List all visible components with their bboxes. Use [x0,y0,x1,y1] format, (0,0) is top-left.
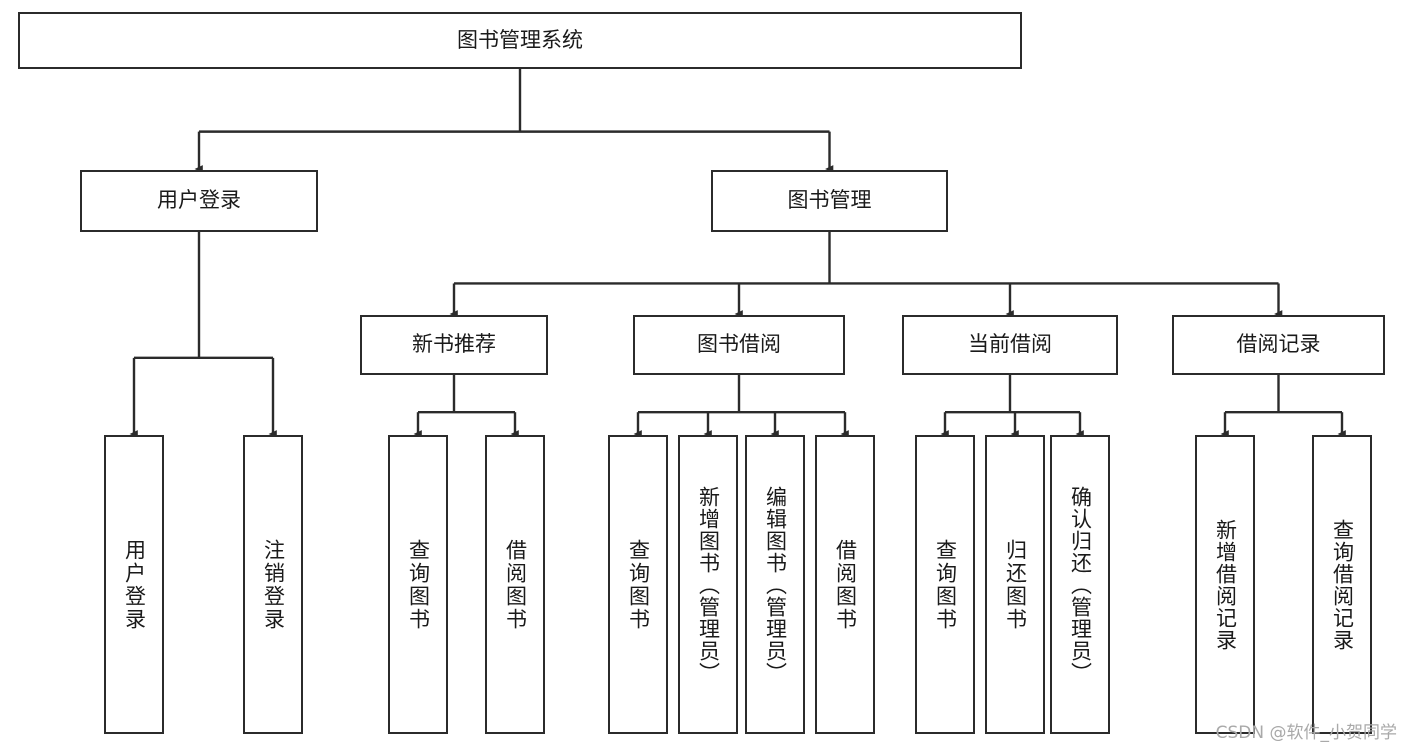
leaf-query-borrow-record-label: 查询借阅记录 [1330,518,1355,651]
leaf-return-book-label: 归还图书 [1003,538,1028,631]
leaf-confirm-return-admin-label: 确认归还（管理员） [1068,485,1093,684]
node-borrow-record[interactable]: 借阅记录 [1172,315,1385,375]
node-current-borrow-label: 当前借阅 [968,332,1052,357]
node-book-manage-label: 图书管理 [787,188,872,213]
leaf-query-book-current-label: 查询图书 [933,538,958,631]
leaf-query-book-current[interactable]: 查询图书 [915,435,975,734]
node-book-borrow[interactable]: 图书借阅 [633,315,845,375]
node-borrow-record-label: 借阅记录 [1236,332,1321,357]
leaf-logout[interactable]: 注销登录 [243,435,303,734]
leaf-borrow-book-recommend[interactable]: 借阅图书 [485,435,545,734]
leaf-borrow-book-label: 借阅图书 [833,538,858,631]
leaf-edit-book-admin[interactable]: 编辑图书（管理员） [745,435,805,734]
leaf-query-book-borrow[interactable]: 查询图书 [608,435,668,734]
leaf-logout-label: 注销登录 [261,538,286,631]
node-current-borrow[interactable]: 当前借阅 [902,315,1118,375]
leaf-add-book-admin-label: 新增图书（管理员） [696,485,721,684]
leaf-user-login[interactable]: 用户登录 [104,435,164,734]
leaf-edit-book-admin-label: 编辑图书（管理员） [763,485,788,684]
node-new-book-recommend[interactable]: 新书推荐 [360,315,548,375]
leaf-confirm-return-admin[interactable]: 确认归还（管理员） [1050,435,1110,734]
leaf-borrow-book-recommend-label: 借阅图书 [503,538,528,631]
node-book-borrow-label: 图书借阅 [697,332,781,357]
leaf-add-borrow-record[interactable]: 新增借阅记录 [1195,435,1255,734]
node-new-book-recommend-label: 新书推荐 [412,332,496,357]
node-user-login-label: 用户登录 [157,188,241,213]
node-user-login[interactable]: 用户登录 [80,170,318,232]
leaf-query-borrow-record[interactable]: 查询借阅记录 [1312,435,1372,734]
leaf-add-borrow-record-label: 新增借阅记录 [1213,518,1238,651]
node-book-manage[interactable]: 图书管理 [711,170,948,232]
leaf-query-book-borrow-label: 查询图书 [626,538,651,631]
node-root[interactable]: 图书管理系统 [18,12,1022,69]
leaf-user-login-label: 用户登录 [122,538,147,631]
node-root-label: 图书管理系统 [457,27,583,52]
leaf-add-book-admin[interactable]: 新增图书（管理员） [678,435,738,734]
leaf-borrow-book[interactable]: 借阅图书 [815,435,875,734]
leaf-return-book[interactable]: 归还图书 [985,435,1045,734]
leaf-query-book-recommend[interactable]: 查询图书 [388,435,448,734]
leaf-query-book-recommend-label: 查询图书 [406,538,431,631]
